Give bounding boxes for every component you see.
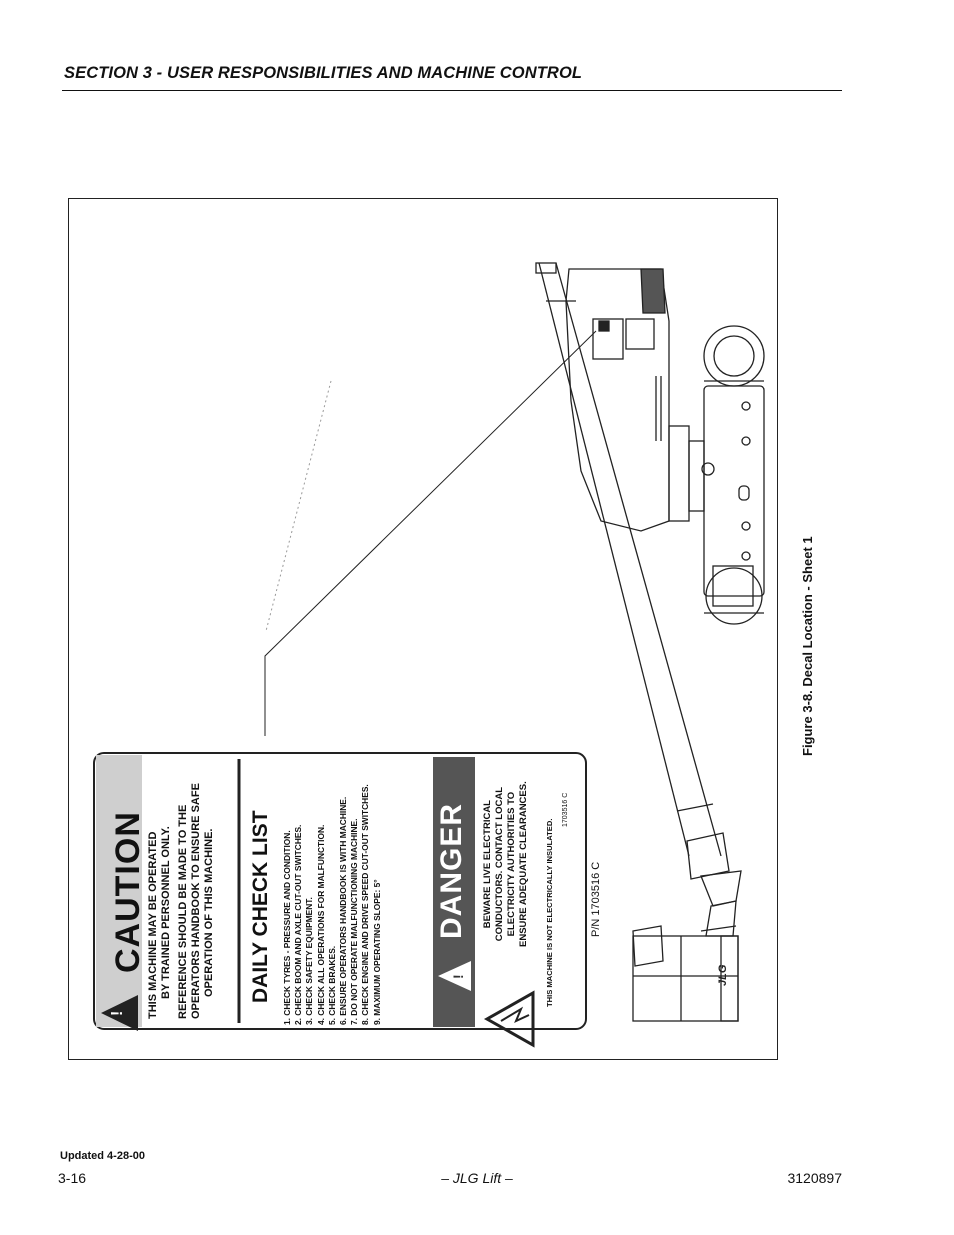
- danger-code: 1703516 C: [562, 792, 569, 827]
- chassis-drawing: [701, 325, 765, 625]
- checklist-item: 6. ENSURE OPERATORS HANDBOOK IS WITH MAC…: [338, 796, 349, 1025]
- footer-brand: – JLG Lift –: [441, 1170, 513, 1186]
- figure-caption: Figure 3-8. Decal Location - Sheet 1: [800, 536, 815, 756]
- checklist-item: 2. CHECK BOOM AND AXLE CUT-OUT SWITCHES.: [293, 824, 304, 1025]
- decal-part-number: P/N 1703516 C: [590, 861, 602, 937]
- leader-line: [264, 330, 597, 736]
- boom-drawing: [535, 262, 742, 937]
- caution-line: OPERATORS HANDBOOK TO ENSURE SAFE: [190, 783, 202, 1019]
- checklist-item: 3. CHECK SAFETY EQUIPMENT.: [304, 897, 315, 1025]
- danger-heading: DANGER: [435, 802, 468, 939]
- page-number: 3-16: [58, 1170, 87, 1186]
- jlg-logo: JLG: [717, 964, 729, 986]
- caution-line: BY TRAINED PERSONNEL ONLY.: [160, 826, 172, 999]
- caution-line: REFERENCE SHOULD BE MADE TO THE: [177, 804, 189, 1019]
- updated-note: Updated 4-28-00: [60, 1150, 145, 1162]
- electric-shock-icon: [483, 990, 535, 1048]
- checklist-item: 8. CHECK ENGINE AND DRIVE SPEED CUT-OUT …: [360, 784, 371, 1025]
- danger-footer: THIS MACHINE IS NOT ELECTRICALLY INSULAT…: [545, 818, 554, 1007]
- platform-drawing: [632, 925, 739, 1022]
- document-number: 3120897: [787, 1170, 842, 1186]
- caution-warning-icon: [101, 995, 138, 1031]
- checklist-items: 1. CHECK TYRES - PRESSURE AND CONDITION.…: [282, 784, 383, 1025]
- caution-line: OPERATION OF THIS MACHINE.: [203, 828, 215, 997]
- checklist-heading: DAILY CHECK LIST: [249, 810, 272, 1003]
- checklist-item: 4. CHECK ALL OPERATIONS FOR MALFUNCTION.: [315, 824, 326, 1025]
- svg-text:!: !: [109, 1011, 126, 1016]
- checklist-item: 1. CHECK TYRES - PRESSURE AND CONDITION.: [282, 830, 292, 1025]
- checklist-item: 7. DO NOT OPERATE MALFUNCTIONING MACHINE…: [349, 818, 360, 1025]
- leader-dotted: [265, 380, 332, 632]
- danger-line: CONDUCTORS. CONTACT LOCAL: [494, 786, 505, 942]
- danger-line: ENSURE ADEQUATE CLEARANCES.: [518, 781, 529, 947]
- caution-heading: CAUTION: [109, 811, 147, 973]
- figure-illustration: JLG ! !: [93, 262, 765, 1048]
- figure-frame: JLG ! ! CAUTION THIS MACHINE MAY BE OPER…: [68, 198, 778, 1060]
- caution-line: THIS MACHINE MAY BE OPERATED: [147, 831, 159, 1019]
- turntable-drawing: [565, 268, 705, 532]
- checklist-item: 9. MAXIMUM OPERATING SLOPE: 5°: [371, 879, 382, 1025]
- caution-band: [96, 755, 142, 1027]
- checklist-item: 5. CHECK BRAKES.: [326, 945, 337, 1025]
- danger-line: ELECTRICITY AUTHORITIES TO: [506, 791, 517, 937]
- svg-text:!: !: [450, 974, 466, 979]
- danger-line: BEWARE LIVE ELECTRICAL: [482, 800, 493, 929]
- danger-text: BEWARE LIVE ELECTRICAL CONDUCTORS. CONTA…: [482, 781, 530, 947]
- section-title: SECTION 3 - USER RESPONSIBILITIES AND MA…: [64, 64, 583, 82]
- danger-warning-icon: [438, 961, 471, 991]
- header-rule: [62, 90, 842, 91]
- caution-text: THIS MACHINE MAY BE OPERATED BY TRAINED …: [147, 783, 216, 1019]
